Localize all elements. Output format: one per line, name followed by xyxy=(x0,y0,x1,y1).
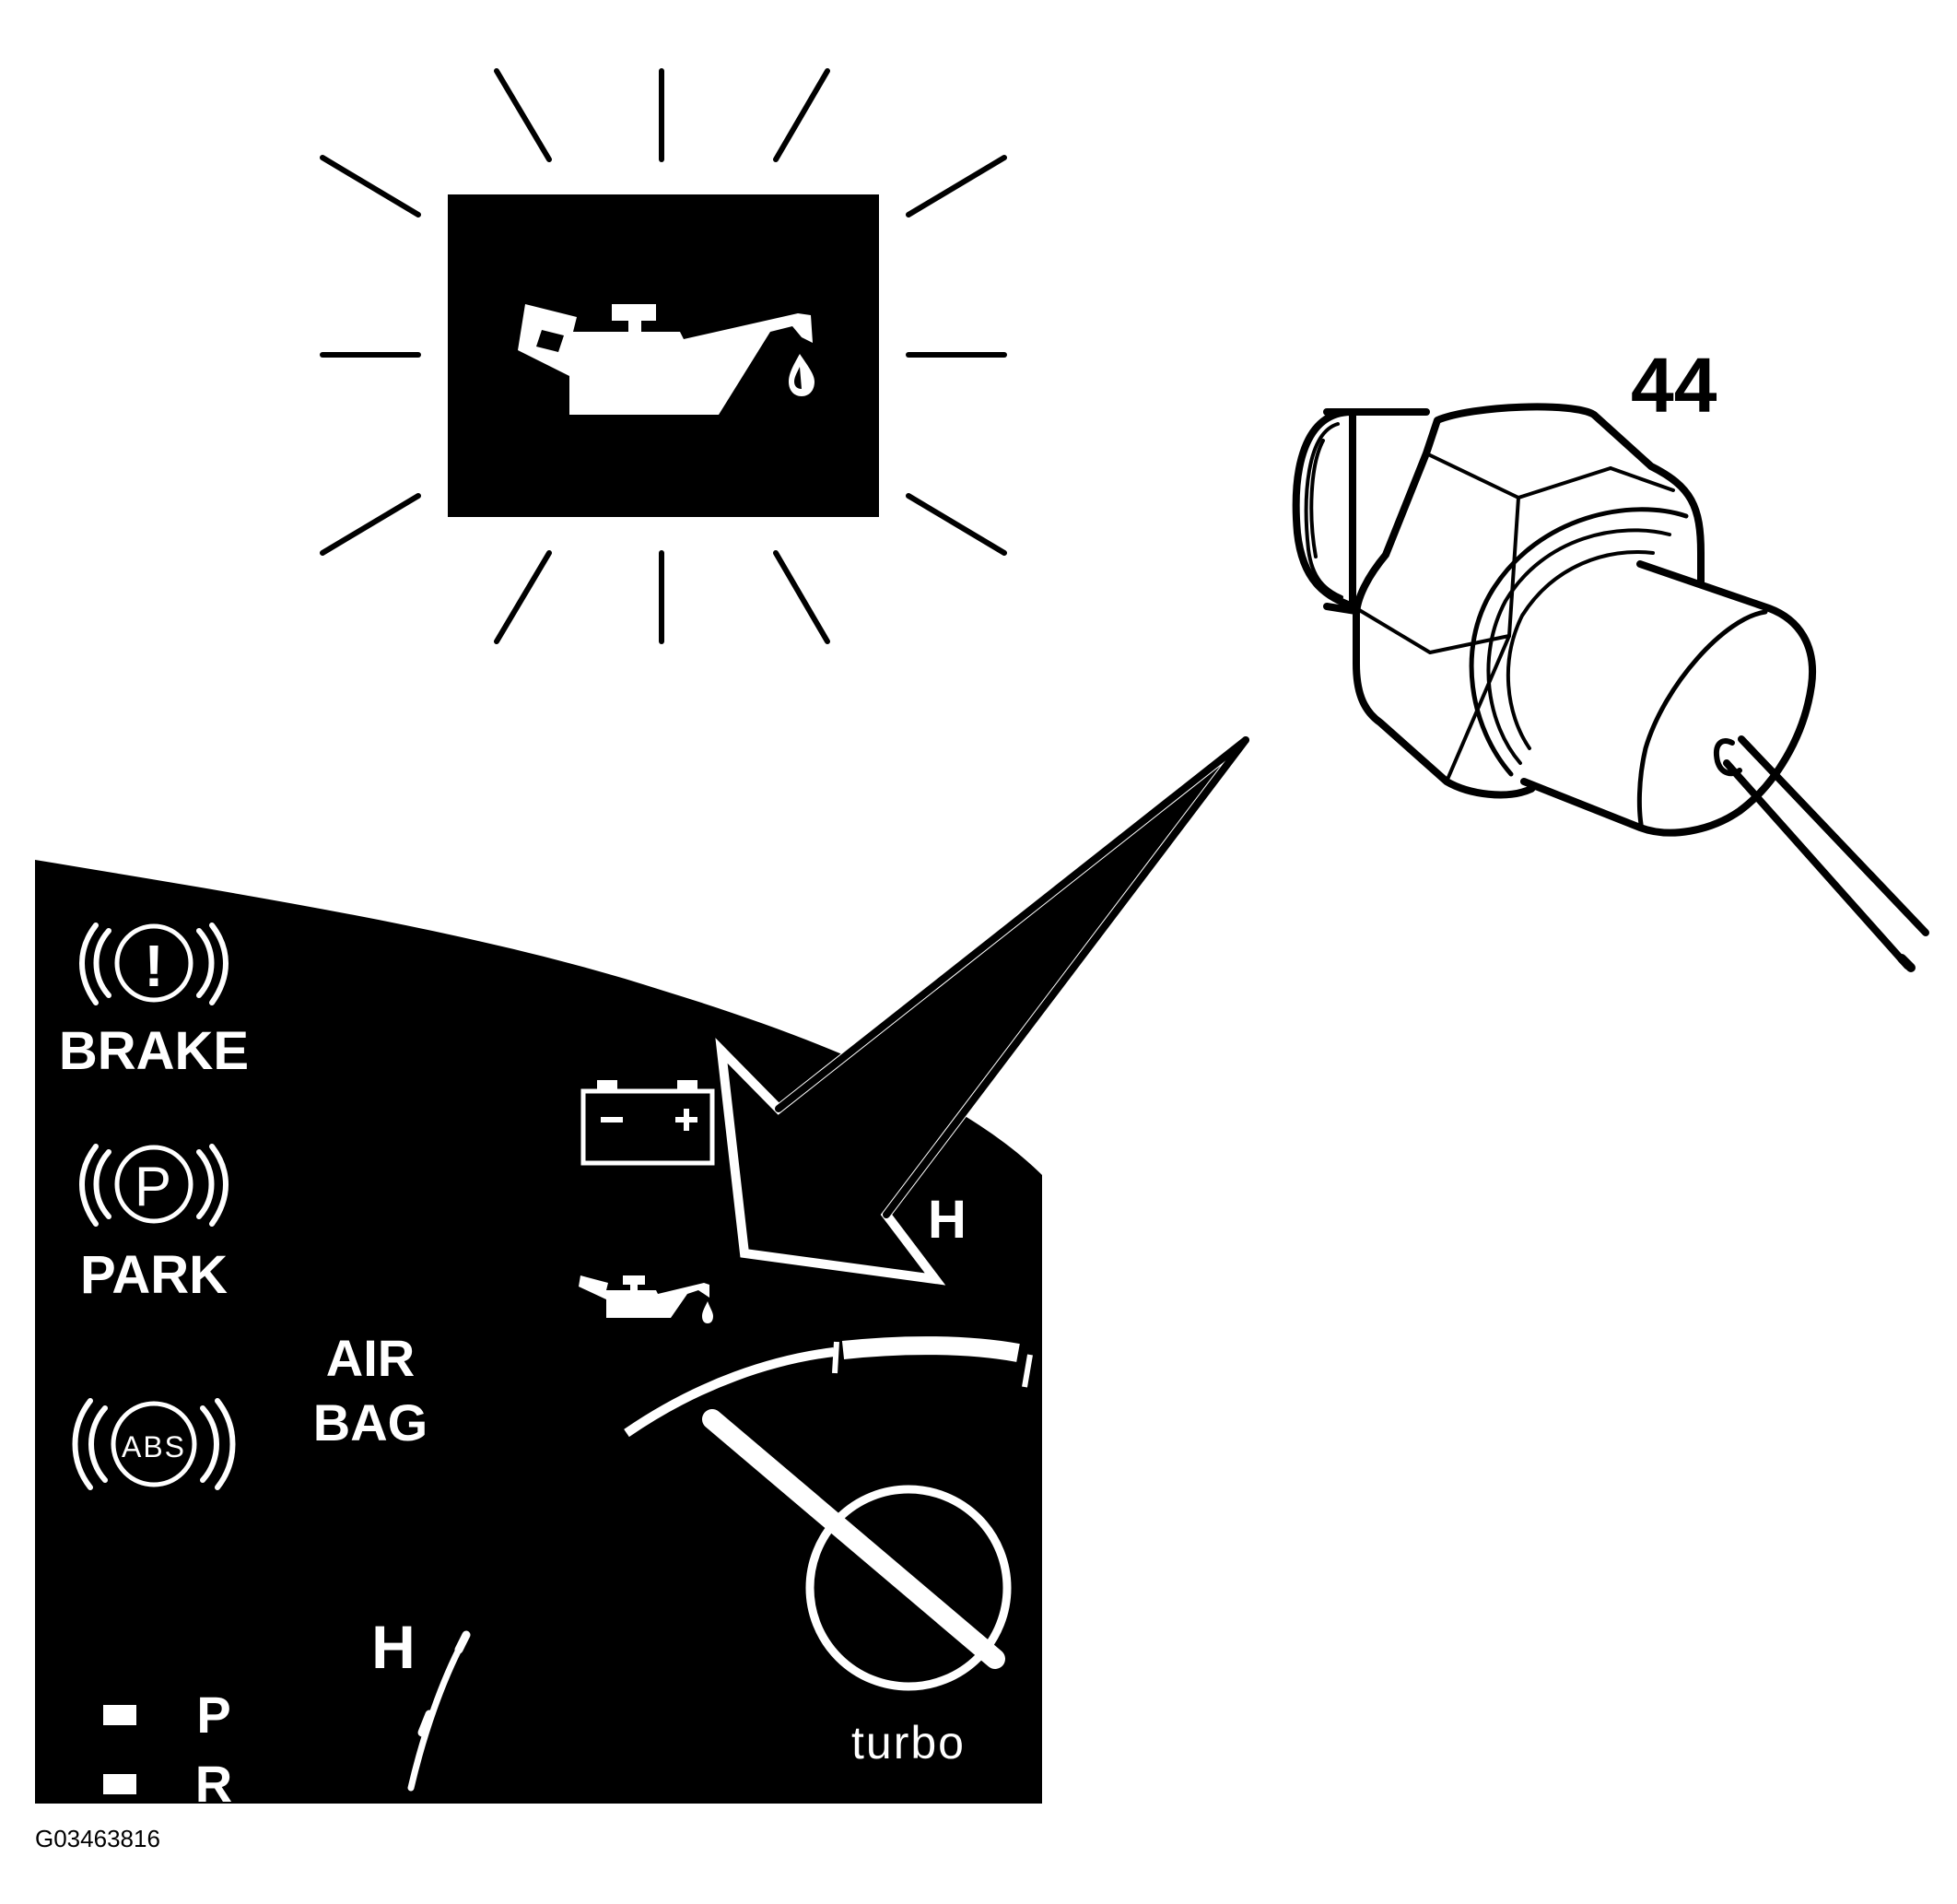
oil-pressure-sender-icon xyxy=(1292,403,1929,972)
gear-indicator: P R xyxy=(103,1686,232,1813)
abs-warning-icon xyxy=(72,1398,236,1490)
park-label: PARK xyxy=(80,1245,228,1305)
pointer-arrow xyxy=(715,736,1249,1286)
instrument-cluster: ! BRAKE P PARK AIR BAG ABS xyxy=(35,860,1042,1813)
airbag-label-line2: BAG xyxy=(313,1393,428,1452)
airbag-label-line1: AIR xyxy=(326,1329,415,1387)
cluster-panel xyxy=(35,860,1042,1804)
gear-r-label: R xyxy=(195,1755,232,1813)
gear-p-marker xyxy=(103,1705,136,1725)
abs-symbol: ABS xyxy=(122,1430,186,1463)
warning-lamp xyxy=(320,68,1007,644)
turbo-label: turbo xyxy=(851,1717,966,1769)
temp-gauge-label: H xyxy=(928,1190,967,1250)
park-warning-icon xyxy=(79,1144,229,1227)
figure-code: G03463816 xyxy=(35,1825,160,1852)
gear-p-label: P xyxy=(196,1686,230,1744)
park-symbol: P xyxy=(135,1156,173,1217)
brake-label: BRAKE xyxy=(59,1021,249,1081)
battery-icon xyxy=(580,1080,715,1166)
second-gauge-label: H xyxy=(371,1613,416,1681)
oil-can-icon-small xyxy=(579,1275,713,1323)
gauge-arc xyxy=(624,1336,1033,1438)
brake-symbol: ! xyxy=(144,933,163,999)
callout-number: 44 xyxy=(1631,342,1717,429)
light-rays xyxy=(320,68,1007,644)
gear-r-marker xyxy=(103,1774,136,1794)
oil-can-icon xyxy=(518,304,814,415)
second-gauge-arc xyxy=(407,1630,471,1792)
turbo-gauge xyxy=(702,1409,1012,1691)
brake-warning-icon xyxy=(79,923,229,1005)
